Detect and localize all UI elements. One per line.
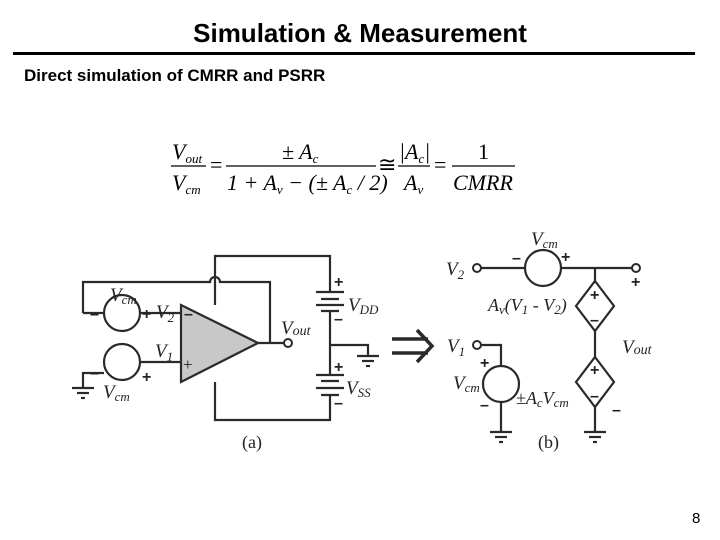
- eq-rhs-num: 1: [478, 139, 489, 164]
- b-source-top-plus: +: [561, 249, 570, 266]
- b-dep-diff-plus: +: [590, 287, 599, 304]
- vss-label: VSS: [346, 378, 371, 400]
- opamp-inverting: –: [184, 306, 193, 323]
- eq-abs-num: |Ac|: [399, 139, 430, 166]
- source-bottom-plus: +: [142, 369, 151, 386]
- v2-label: V2: [156, 302, 175, 325]
- vdd-label: VDD: [348, 295, 379, 317]
- opamp-icon: [179, 303, 261, 384]
- caption-b: (b): [538, 432, 559, 453]
- vss-rail: [213, 382, 332, 422]
- source-top-plus: +: [142, 306, 151, 323]
- b-v1-label: V1: [447, 336, 465, 359]
- b-vcm-source-top: [523, 248, 563, 288]
- caption-a: (a): [242, 432, 262, 453]
- vout-label: Vout: [281, 318, 312, 339]
- b-output-terminal: [631, 263, 641, 273]
- source-top-label: Vcm: [110, 285, 137, 307]
- b-dep-diff-label: Av(V1 - V2): [487, 295, 567, 317]
- eq-equals-2: =: [434, 152, 446, 177]
- source-bottom-label: Vcm: [103, 382, 130, 404]
- b-source-top-label: Vcm: [531, 229, 558, 251]
- eq-abs-den: Av: [402, 170, 423, 197]
- output-terminal: [283, 338, 293, 348]
- slide-subtitle: Direct simulation of CMRR and PSRR: [24, 66, 326, 85]
- ground-icon: [357, 354, 379, 368]
- v1-label: V1: [155, 341, 173, 364]
- opamp-noninverting: +: [183, 355, 193, 374]
- ground-icon: [490, 430, 512, 444]
- vdd-plus: +: [334, 274, 343, 291]
- b-output-plus: +: [631, 274, 640, 291]
- battery-vss-icon: [316, 345, 344, 397]
- vss-minus: –: [334, 395, 343, 412]
- page-number: 8: [692, 510, 701, 527]
- wire: [330, 343, 370, 356]
- source-top-minus: –: [90, 306, 99, 323]
- circuit-a: – + Vcm V2 – + Vcm V1 – + Vout: [72, 254, 379, 453]
- eq-equals-1: =: [210, 152, 222, 177]
- b-dep-cm-label: ±AcVcm: [516, 388, 569, 410]
- wire: [81, 371, 104, 388]
- eq-approx: ≅: [378, 152, 396, 177]
- b-dep-cm-plus: +: [590, 362, 599, 379]
- b-vout-label: Vout: [622, 337, 653, 358]
- slide-title: Simulation & Measurement: [193, 18, 527, 48]
- source-bottom-minus: –: [90, 365, 99, 382]
- b-v2-label: V2: [446, 259, 465, 282]
- b-source-top-minus: –: [512, 250, 521, 267]
- implies-arrow-icon: [392, 328, 435, 364]
- eq-lhs-num: Vout: [172, 139, 202, 166]
- b-source-bottom-minus: –: [480, 397, 489, 414]
- b-v1-terminal: [472, 340, 482, 350]
- b-source-bottom-label: Vcm: [453, 373, 480, 395]
- eq-lhs-den: Vcm: [172, 170, 201, 197]
- b-dep-cm-minus: –: [590, 388, 599, 405]
- circuit-b: V2 Vcm – + + + – Av(V1 - V2) Vout + – – …: [446, 229, 653, 453]
- title-rule: [13, 52, 695, 55]
- ground-icon: [72, 386, 94, 400]
- b-source-bottom-plus: +: [480, 355, 489, 372]
- vcm-source-bottom: [102, 342, 142, 382]
- battery-vdd-icon: [316, 290, 344, 345]
- vss-plus: +: [334, 359, 343, 376]
- cmrr-equation: Vout Vcm = ± Ac 1 + Av − (± Ac / 2) ≅ |A…: [171, 139, 515, 197]
- eq-mid-num: ± Ac: [282, 139, 319, 166]
- eq-mid-den: 1 + Av − (± Ac / 2): [227, 170, 388, 197]
- vdd-rail: [213, 254, 332, 305]
- b-output-minus: –: [612, 402, 621, 419]
- vdd-minus: –: [334, 311, 343, 328]
- ground-icon: [584, 430, 606, 444]
- wire: [481, 343, 503, 366]
- eq-rhs-den: CMRR: [453, 170, 513, 195]
- b-v2-terminal: [472, 263, 482, 273]
- b-dep-diff-minus: –: [590, 312, 599, 329]
